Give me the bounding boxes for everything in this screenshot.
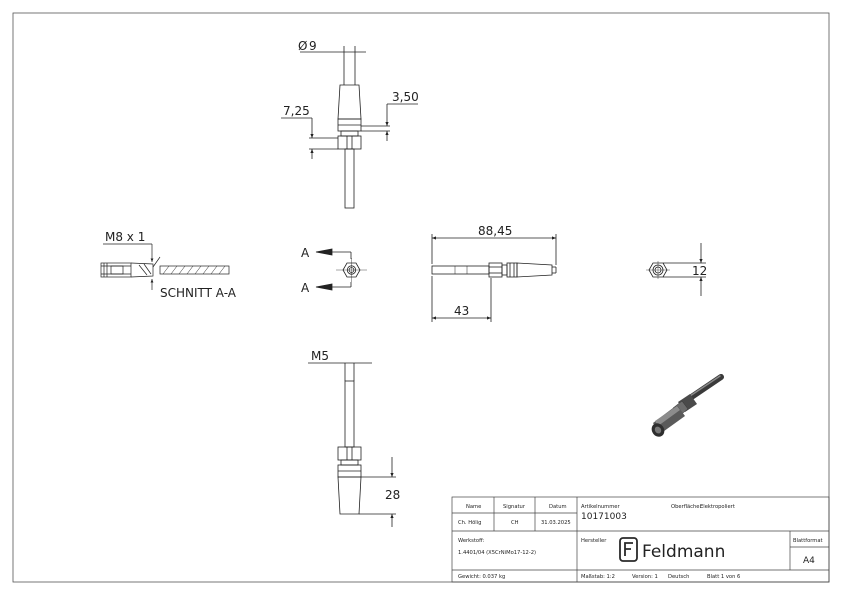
surface-value: Elektropoliert: [700, 504, 735, 510]
title-header-signature: Signatur: [503, 504, 526, 510]
sheet-format-value: A4: [803, 556, 815, 566]
weight-text: Gewicht: 0.037 kg: [458, 574, 505, 580]
sheet-format-label: Blattformat: [793, 538, 823, 544]
overall-length-label: 88,45: [478, 224, 512, 238]
dim-label-3-50: 3,50: [392, 90, 419, 104]
thread-label: M8 x 1: [105, 230, 145, 244]
article-number-label: Artikelnummer: [581, 504, 620, 510]
title-block: [451, 496, 830, 583]
length-28-label: 28: [385, 488, 400, 502]
section-marker-bottom: A: [301, 281, 310, 295]
title-row-signature: CH: [511, 520, 519, 526]
material-label: Werkstoff:: [458, 538, 485, 544]
section-view: [100, 243, 230, 290]
language-text: Deutsch: [668, 574, 689, 580]
hex-width-label: 12: [692, 264, 707, 278]
material-value: 1.4401/04 (X5CrNiMo17-12-2): [458, 550, 536, 556]
diameter-symbol: Ø: [298, 39, 307, 53]
diameter-label: 9: [309, 39, 317, 53]
isometric-render: [651, 374, 724, 437]
bottom-view: [308, 362, 396, 527]
top-view: [281, 46, 418, 209]
hex-view: [646, 243, 706, 296]
scale-text: Maßstab: 1:2: [581, 574, 615, 580]
side-view: [431, 234, 557, 322]
drawing-frame: [12, 12, 830, 583]
section-marker-top: A: [301, 246, 310, 260]
surface-label: Oberfläche:: [671, 504, 701, 510]
feldmann-logo: Feldmann: [619, 537, 725, 562]
title-header-name: Name: [466, 504, 481, 510]
partial-length-label: 43: [454, 304, 469, 318]
version-text: Version: 1: [632, 574, 658, 580]
manufacturer-label: Hersteller: [581, 538, 607, 544]
logo-wordmark: Feldmann: [642, 542, 725, 562]
section-title: SCHNITT A-A: [160, 286, 237, 300]
dim-label-7-25: 7,25: [283, 104, 310, 118]
title-row-date: 31.03.2025: [541, 520, 571, 526]
end-view: [315, 248, 367, 291]
article-number: 10171003: [581, 512, 627, 522]
title-header-date: Datum: [549, 504, 567, 510]
thread-m5-label: M5: [311, 349, 329, 363]
sheet-number-text: Blatt 1 von 6: [707, 574, 740, 580]
title-row-name: Ch. Hölig: [458, 520, 481, 526]
